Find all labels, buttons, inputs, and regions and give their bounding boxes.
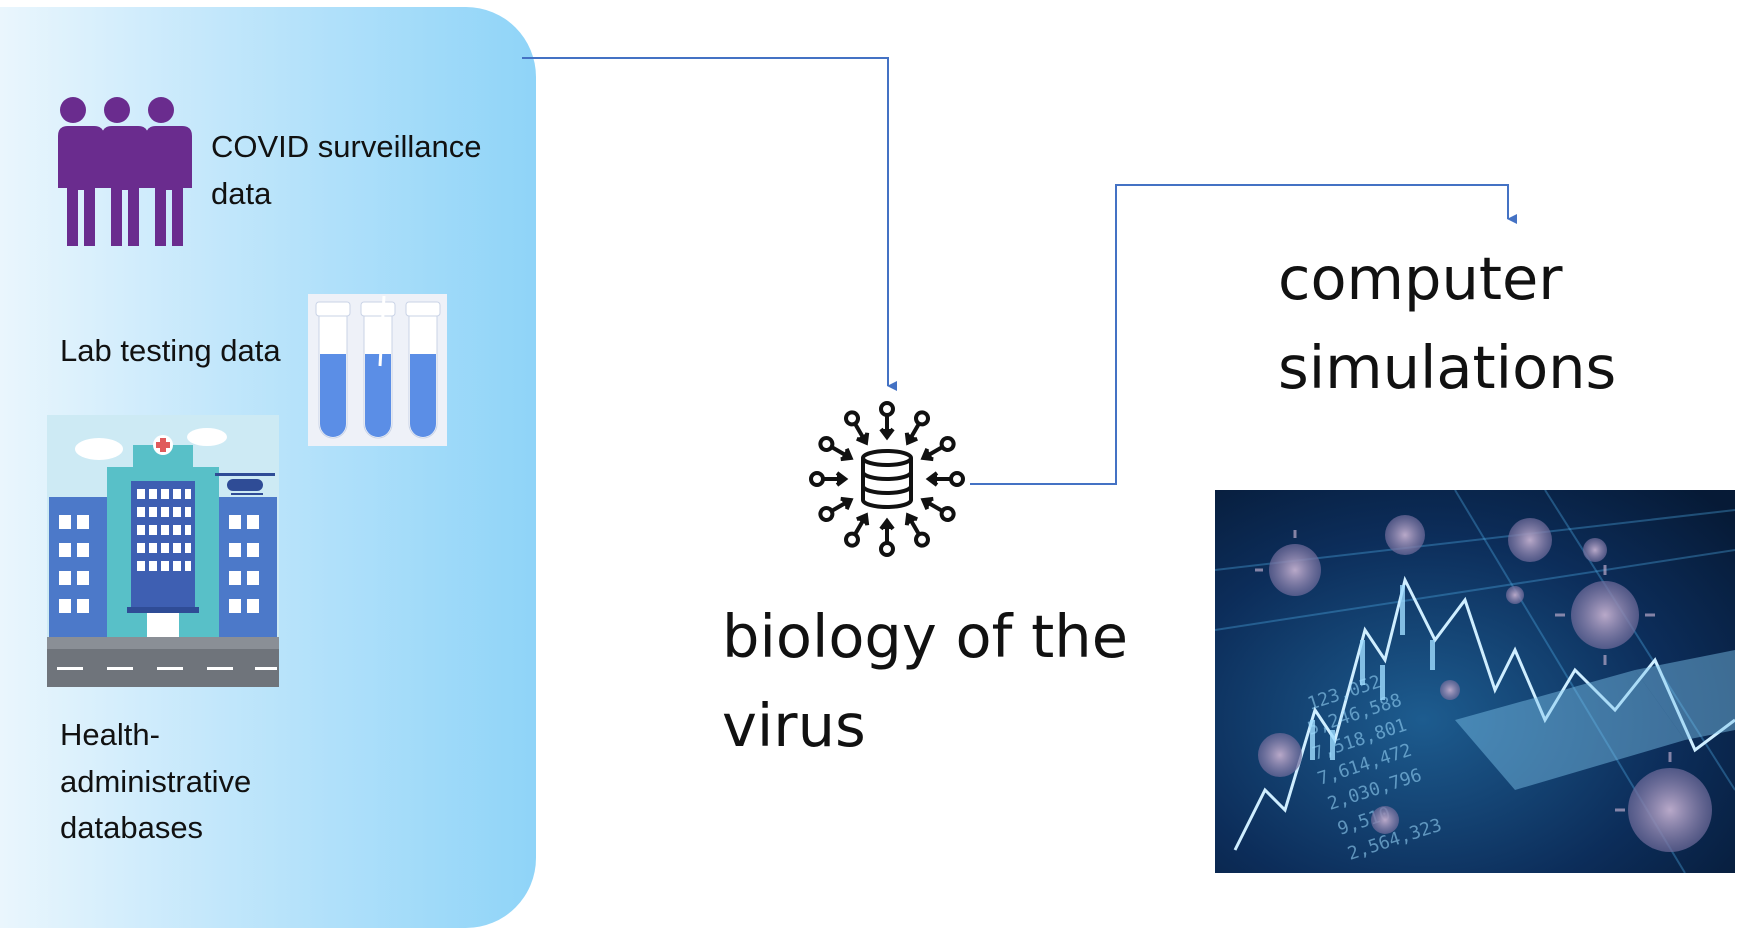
surveillance-label: COVID surveillance data xyxy=(211,129,482,211)
virus-biology-label: biology of the virus xyxy=(722,602,1128,760)
people-icon xyxy=(52,97,192,246)
lab-testing-label: Lab testing data xyxy=(60,333,281,368)
simulation-image: 123,052 5,246,588 7,518,801 7,614,472 2,… xyxy=(1215,490,1735,873)
hospital-icon xyxy=(47,415,279,687)
simulation-label: computer simulations xyxy=(1278,244,1617,402)
test-tubes-icon xyxy=(308,294,447,446)
health-admin-label: Health-administrative databases xyxy=(60,717,252,845)
virus-database-icon xyxy=(809,401,965,557)
sources-to-virus-arrow xyxy=(522,57,897,391)
virus-to-simulation-arrow xyxy=(970,184,1517,485)
